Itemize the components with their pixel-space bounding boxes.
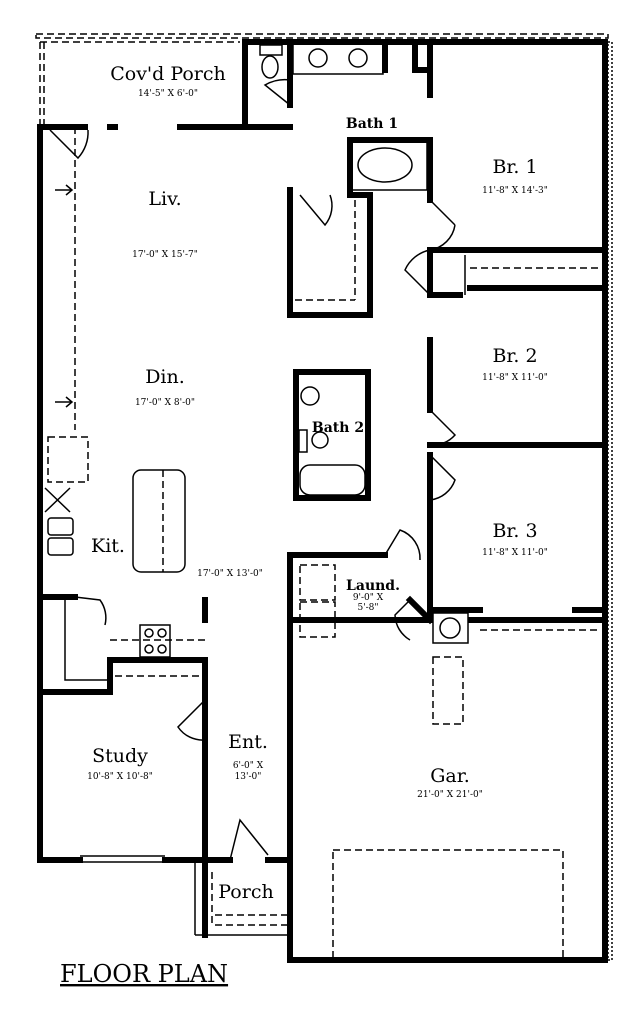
dims-covd-porch: 14'-5" X 6'-0" [138, 89, 198, 99]
dims-ent-2: 13'-0" [235, 772, 262, 782]
plan-title: FLOOR PLAN [60, 960, 228, 988]
dims-din: 17'-0" X 8'-0" [135, 398, 195, 408]
dims-laund-1: 9'-0" X [353, 593, 384, 603]
covered-porch-outline [35, 33, 609, 125]
label-br1: Br. 1 [492, 156, 537, 178]
label-bath2: Bath 2 [312, 420, 364, 436]
dims-br2: 11'-8" X 11'-0" [482, 373, 548, 383]
dims-liv: 17'-0" X 15'-7" [132, 250, 198, 260]
label-br3: Br. 3 [492, 520, 537, 542]
label-porch: Porch [218, 881, 273, 903]
label-laund: Laund. [346, 578, 400, 594]
label-br2: Br. 2 [492, 345, 537, 367]
label-kit: Kit. [91, 535, 125, 557]
label-ent: Ent. [228, 731, 268, 753]
label-study: Study [92, 745, 148, 767]
dims-laund-2: 5'-8" [357, 603, 378, 613]
dims-br1: 11'-8" X 14'-3" [482, 186, 548, 196]
dims-br3: 11'-8" X 11'-0" [482, 548, 548, 558]
label-liv: Liv. [148, 188, 181, 210]
doors [49, 78, 457, 861]
dims-ent-1: 6'-0" X [233, 761, 264, 771]
label-bath1: Bath 1 [346, 116, 398, 132]
dims-study: 10'-8" X 10'-8" [87, 772, 153, 782]
label-gar: Gar. [430, 765, 470, 787]
label-covd-porch: Cov'd Porch [110, 63, 226, 85]
label-din: Din. [145, 366, 185, 388]
dims-gar: 21'-0" X 21'-0" [417, 790, 483, 800]
interior-walls [37, 39, 608, 963]
dims-kit: 17'-0" X 13'-0" [197, 569, 263, 579]
fixtures [44, 43, 564, 961]
